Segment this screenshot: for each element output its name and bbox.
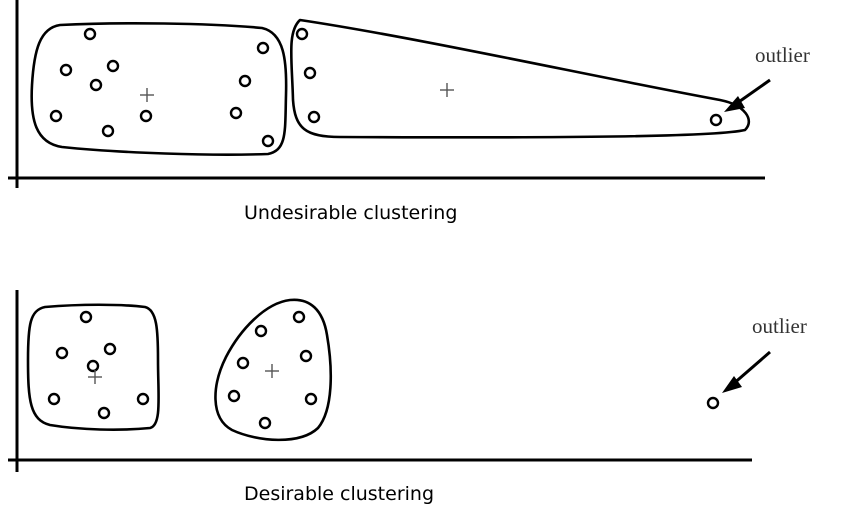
data-point <box>89 78 103 92</box>
data-point <box>299 349 313 363</box>
cluster-2-boundary <box>289 18 751 139</box>
desirable-caption: Desirable clustering <box>244 483 434 505</box>
desirable-clustering-panel: outlier Desirable clustering <box>8 290 807 505</box>
undesirable-clustering-panel: outlier Undesirable clustering <box>8 0 810 224</box>
data-point <box>295 27 309 41</box>
cluster-b-points <box>227 310 318 430</box>
data-point <box>55 346 69 360</box>
data-point <box>49 109 63 123</box>
outlier-point <box>709 113 723 127</box>
data-point <box>258 416 272 430</box>
cluster-2-points <box>295 27 723 127</box>
outlier-label: outlier <box>755 43 810 67</box>
data-point <box>254 324 268 338</box>
data-point <box>261 134 275 148</box>
outlier-label: outlier <box>752 314 807 338</box>
data-point <box>103 342 117 356</box>
data-point <box>106 59 120 73</box>
undesirable-caption: Undesirable clustering <box>244 202 457 224</box>
data-point <box>101 124 115 138</box>
cluster-b-centroid <box>265 364 279 378</box>
cluster-1-centroid <box>140 88 154 102</box>
data-point <box>83 27 97 41</box>
data-point <box>97 406 111 420</box>
cluster-1-boundary <box>30 22 288 156</box>
data-point <box>256 41 270 55</box>
cluster-b-boundary <box>214 298 333 442</box>
outlier-arrow <box>724 78 771 112</box>
outlier-point <box>706 396 720 410</box>
data-point <box>136 392 150 406</box>
data-point <box>238 74 252 88</box>
cluster-2-centroid <box>440 83 454 97</box>
data-point <box>303 66 317 80</box>
data-point <box>307 110 321 124</box>
data-point <box>139 109 153 123</box>
cluster-1-points <box>49 27 275 148</box>
data-point <box>229 106 243 120</box>
cluster-a-centroid <box>88 370 102 384</box>
cluster-a-boundary <box>26 303 160 431</box>
cluster-a-points <box>47 310 150 420</box>
data-point <box>227 389 241 403</box>
data-point <box>47 392 61 406</box>
data-point <box>304 392 318 406</box>
data-point <box>79 310 93 324</box>
data-point <box>59 63 73 77</box>
data-point <box>236 356 250 370</box>
data-point <box>86 359 100 373</box>
outlier-arrow <box>722 350 771 393</box>
data-point <box>292 310 306 324</box>
